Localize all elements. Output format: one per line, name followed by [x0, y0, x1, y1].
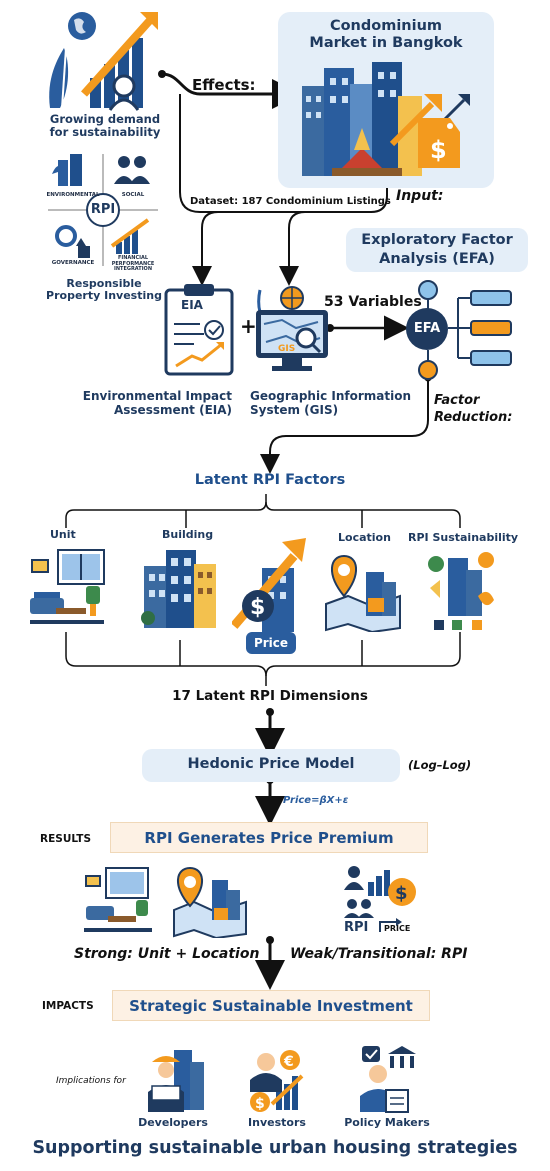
input-label: Input: — [396, 188, 444, 204]
effects-label: Effects: — [192, 76, 256, 94]
unit-room-icon — [30, 549, 105, 624]
location-map-icon — [325, 554, 401, 632]
environmental-label: ENVIRONMENTAL — [46, 192, 100, 198]
strategic-label: Strategic Sustainable Investment — [129, 997, 413, 1015]
svg-text:$: $ — [250, 595, 265, 620]
results-location-icon — [173, 866, 247, 938]
rpi-center-label: RPI — [90, 202, 116, 217]
premium-box: RPI Generates Price Premium — [110, 822, 428, 853]
rpi-sustainability-icon — [428, 552, 494, 630]
efa-title: Exploratory Factor Analysis (EFA) — [361, 232, 513, 267]
efa-factor-bar — [470, 290, 512, 306]
market-panel: Condominium Market in Bangkok $ — [278, 12, 494, 188]
clipboard-icon — [164, 284, 234, 376]
loglog-label: (Log–Log) — [408, 758, 472, 772]
factor-reduction-label: Factor Reduction: — [434, 393, 513, 425]
policy-makers-icon — [360, 1046, 416, 1113]
efa-bottom-node — [418, 360, 438, 380]
results-rpi-price-icon: $ — [344, 866, 416, 932]
latent-factors-heading: Latent RPI Factors — [194, 472, 346, 488]
results-unit-icon — [84, 867, 152, 932]
factor-label-unit: Unit — [50, 528, 76, 541]
weak-label: Weak/Transitional: RPI — [290, 946, 468, 962]
price-icon-text: PRICE — [384, 924, 411, 933]
stakeholder-investors: Investors — [248, 1116, 306, 1129]
efa-factor-bar — [470, 350, 512, 366]
price-growth-icon: $ — [232, 538, 306, 632]
investors-icon: € $ — [250, 1050, 304, 1112]
market-title: Condominium Market in Bangkok — [309, 18, 463, 51]
eia-doc-label: EIA — [181, 298, 203, 312]
svg-text:$: $ — [255, 1096, 265, 1112]
skyline-icon: $ — [302, 62, 470, 176]
efa-factor-bar — [470, 320, 512, 336]
strategic-box: Strategic Sustainable Investment — [112, 990, 430, 1021]
svg-text:$: $ — [430, 136, 447, 164]
stakeholder-developers: Developers — [138, 1116, 208, 1129]
variables-label: 53 Variables — [324, 294, 422, 310]
formula-label: Price=βX+ε — [283, 795, 349, 806]
dataset-label: Dataset: 187 Condominium Listings — [190, 196, 391, 207]
factor-label-building: Building — [162, 528, 214, 541]
rpi-caption: Responsible Property Investing — [46, 277, 162, 302]
growing-demand-icon — [49, 12, 158, 111]
dimensions-label: 17 Latent RPI Dimensions — [172, 688, 368, 704]
factor-label-location: Location — [338, 531, 391, 544]
efa-title-box: Exploratory Factor Analysis (EFA) — [346, 228, 528, 272]
building-icon — [141, 550, 216, 628]
premium-label: RPI Generates Price Premium — [144, 829, 394, 847]
rpi-icon-text: RPI — [344, 920, 369, 935]
gis-caption: Geographic Information System (GIS) — [250, 389, 412, 417]
eia-caption: Environmental Impact Assessment (EIA) — [82, 389, 232, 417]
price-tag: Price — [246, 632, 296, 654]
footer-tagline: Supporting sustainable urban housing str… — [32, 1138, 518, 1158]
hedonic-label: Hedonic Price Model — [187, 756, 355, 772]
impacts-label: IMPACTS — [42, 1000, 94, 1012]
efa-node: EFA — [406, 308, 448, 350]
financial-label: FINANCIAL PERFORMANCE INTEGRATION — [111, 255, 155, 272]
governance-label: GOVERNANCE — [51, 260, 95, 266]
svg-text:€: € — [283, 1054, 294, 1070]
implications-label: Implications for — [56, 1076, 126, 1086]
stakeholder-policy-makers: Policy Makers — [344, 1116, 430, 1129]
factor-label-rpi-sustainability: RPI Sustainability — [408, 531, 519, 544]
gis-screen-label: GIS — [278, 344, 296, 354]
plus-icon: + — [240, 314, 257, 338]
developers-icon — [148, 1050, 204, 1112]
efa-top-node — [418, 280, 438, 300]
growing-demand-label: Growing demand for sustainability — [49, 112, 161, 139]
svg-text:$: $ — [395, 883, 408, 904]
social-label: SOCIAL — [121, 192, 145, 198]
gis-monitor-icon — [256, 286, 328, 371]
strong-label: Strong: Unit + Location — [74, 946, 260, 962]
rpi-quadrant: RPI ENVIRONMENTAL SOCIAL GOVERNANCE FINA… — [44, 150, 162, 272]
results-label: RESULTS — [40, 833, 92, 845]
hedonic-box: Hedonic Price Model — [142, 749, 400, 782]
